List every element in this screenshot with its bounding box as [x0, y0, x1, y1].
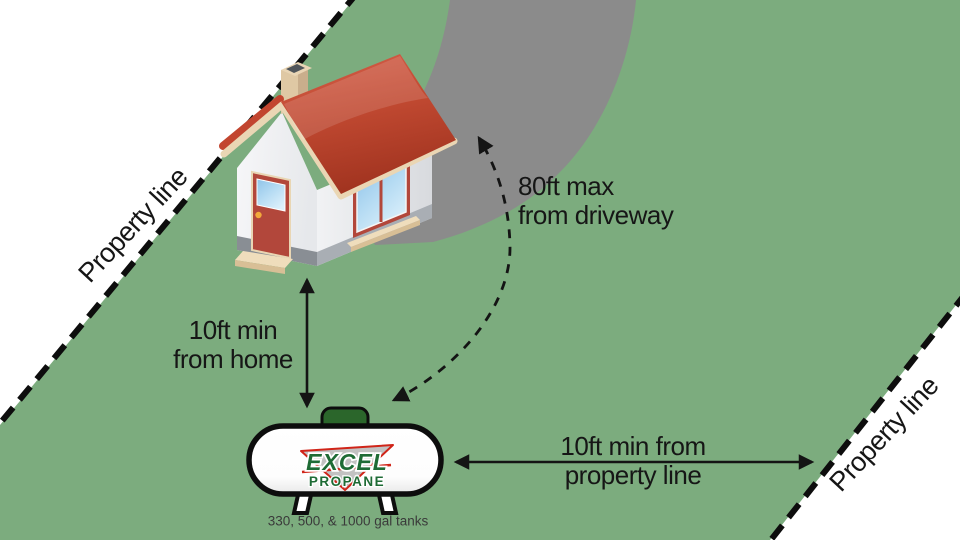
property-distance-line2: property line	[564, 460, 702, 490]
tank-size-caption: 330, 500, & 1000 gal tanks	[267, 513, 429, 529]
chimney-opening	[286, 64, 305, 73]
roof-gloss	[284, 56, 428, 140]
tank-logo: EXCEL PROPANE	[300, 444, 394, 491]
home-distance-line2: from home	[173, 344, 293, 374]
home-distance-line1: 10ft min	[188, 314, 278, 345]
door-window	[256, 178, 286, 212]
logo-product-text: PROPANE	[309, 474, 385, 489]
driveway-distance-line1: 80ft max	[518, 171, 614, 201]
logo-brand-text: EXCEL	[306, 449, 388, 475]
door-step-front	[235, 260, 285, 274]
door-step-top	[235, 251, 293, 268]
property-distance-line1: 10ft min from	[560, 430, 706, 461]
property-distance-label: 10ft min from property line	[560, 430, 706, 490]
driveway-distance-line2: from driveway	[518, 200, 674, 231]
door-knob	[255, 211, 262, 219]
propane-tank: EXCEL PROPANE	[246, 406, 444, 515]
home-distance-label: 10ft min from home	[173, 314, 293, 374]
logo-underline	[301, 463, 392, 474]
roof-left-slope	[219, 95, 284, 150]
driveway-distance-arrow	[391, 135, 512, 402]
property-line-bottom-right	[766, 295, 960, 540]
driveway-distance-label: 80ft max from driveway	[518, 171, 674, 231]
